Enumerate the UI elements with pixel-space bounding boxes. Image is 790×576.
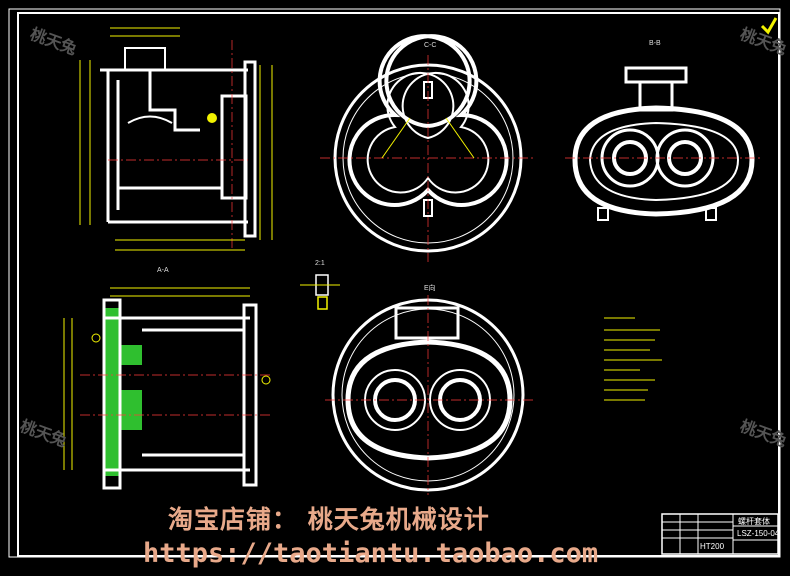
drawing-number: LSZ-150-04 [737, 529, 780, 538]
view-label-bb: B-B [649, 40, 661, 47]
side-section-view [100, 40, 257, 250]
view-label-cc: C-C [424, 42, 437, 49]
shop-url-watermark: https://taotiantu.taobao.com [143, 538, 599, 569]
view-cc [320, 34, 536, 262]
view-aa [63, 287, 271, 490]
title-block [661, 513, 779, 555]
view-label-e: E向 [424, 285, 436, 292]
material: HT200 [700, 542, 725, 551]
inner-border [17, 12, 780, 557]
detail-view [300, 274, 340, 310]
part-name: 螺杆套体 [738, 517, 770, 526]
view-bb [565, 66, 760, 221]
technical-notes [604, 317, 662, 401]
corner-mark [760, 17, 778, 35]
view-e [325, 295, 535, 495]
view-label-aa: A-A [157, 267, 169, 274]
shop-watermark: 淘宝店铺： 桃天兔机械设计 [168, 505, 490, 534]
side-view-dimensions [79, 27, 273, 251]
detail-scale-label: 2:1 [315, 260, 325, 267]
outer-border [8, 8, 781, 558]
